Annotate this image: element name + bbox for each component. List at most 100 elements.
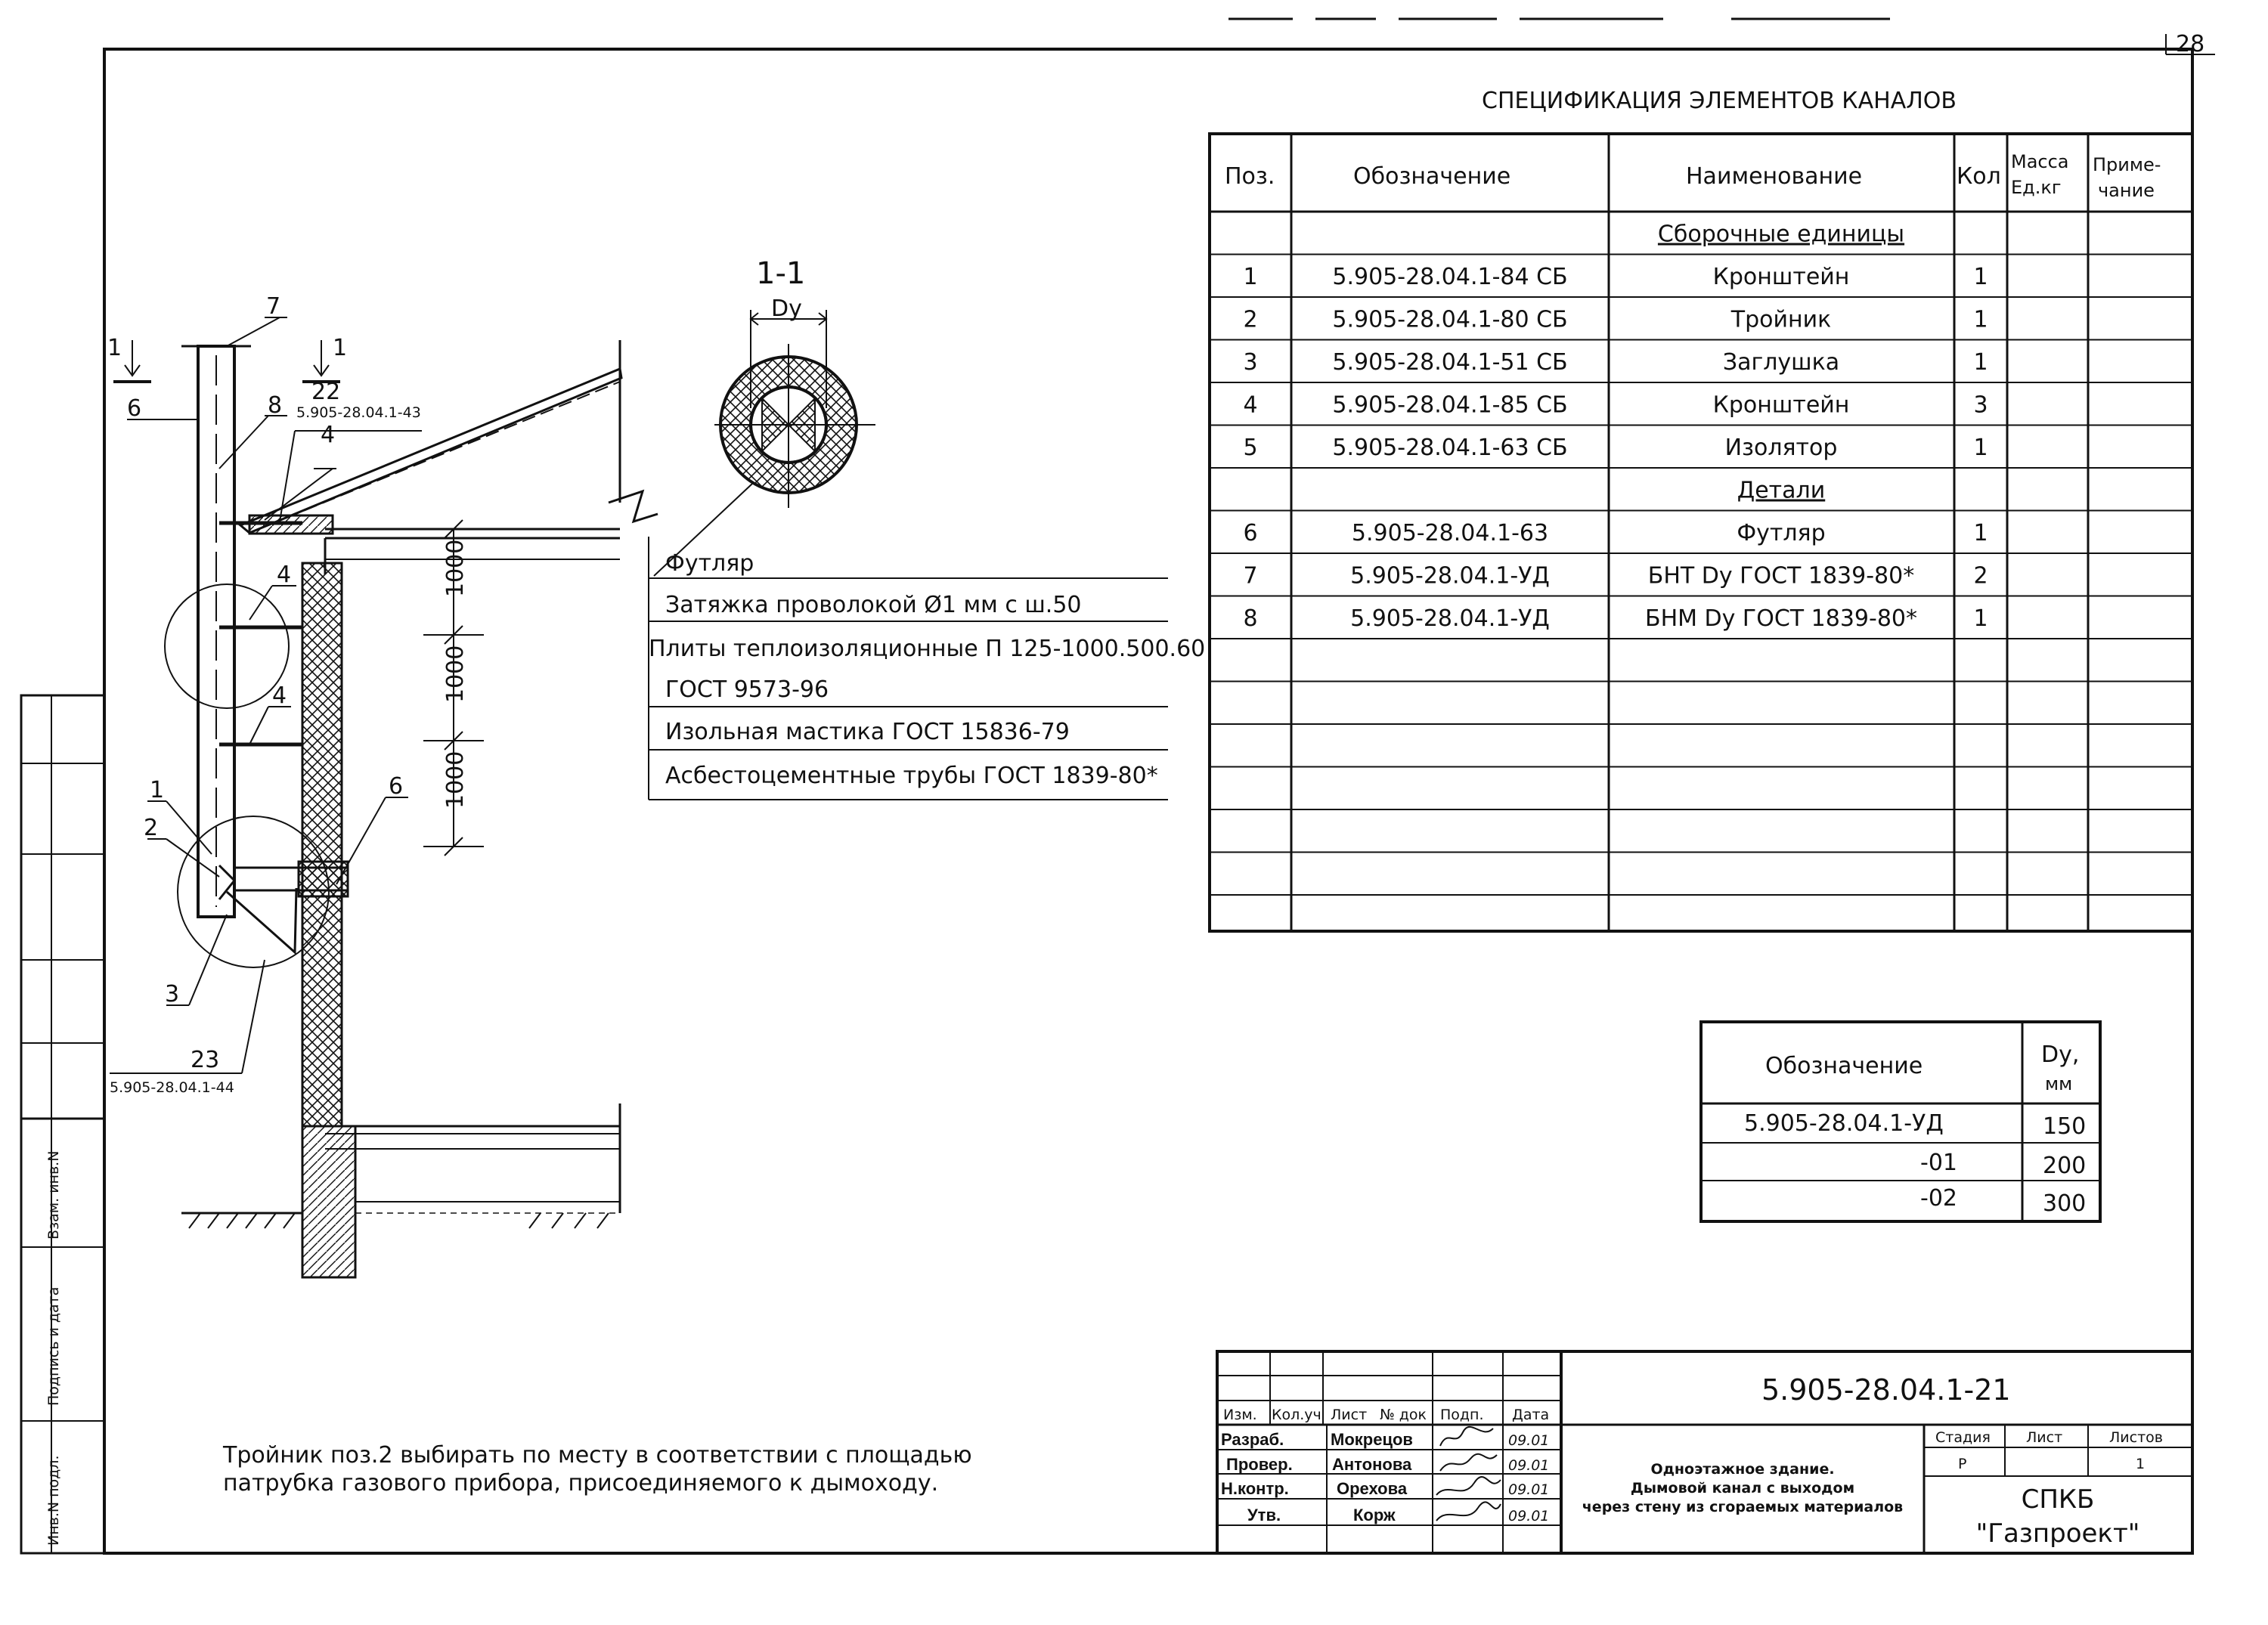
pos-6-top-label: 6 xyxy=(127,395,141,422)
pos-1-label: 1 xyxy=(150,777,164,803)
callout-plates-gost: ГОСТ 9573-96 xyxy=(665,676,829,703)
pos-7-label: 7 xyxy=(266,293,280,320)
note-line-2: патрубка газового прибора, присоединяемо… xyxy=(223,1470,938,1497)
signatures xyxy=(1436,1426,1501,1521)
elevation-drawing: 1000 1000 1000 1 1 7 6 8 22 xyxy=(107,293,658,1279)
pos-6-low-label: 6 xyxy=(389,773,403,800)
tb-sheets-value: 1 xyxy=(2136,1456,2145,1472)
pos-2-label: 2 xyxy=(144,815,158,841)
spec-cell-designation: 5.905-28.04.1-УД xyxy=(1350,605,1550,632)
spec-cell-pos: 6 xyxy=(1243,520,1257,546)
spec-cell-qty: 1 xyxy=(1973,307,1988,333)
pos-4-top-label: 4 xyxy=(321,422,335,448)
callout-plates: Плиты теплоизоляционные П 125-1000.500.6… xyxy=(649,636,1205,662)
note-line-1: Тройник поз.2 выбирать по месту в соотве… xyxy=(222,1442,972,1469)
spec-rows: Сборочные единицы 1 5.905-28.04.1-84 СБ Кро… xyxy=(1210,221,2192,896)
section-dim-label: Dy xyxy=(771,296,802,322)
tb-date-4: 09.01 xyxy=(1508,1508,1549,1524)
spec-cell-qty: 1 xyxy=(1973,264,1988,290)
spec-cell-pos: 7 xyxy=(1243,563,1257,590)
tb-role-1: Разраб. xyxy=(1221,1430,1284,1449)
spec-cell-pos: 5 xyxy=(1243,435,1257,461)
title-block: Изм. Кол.уч Лист № док Подп. Дата Разраб… xyxy=(1216,1350,2194,1555)
tb-date-1: 09.01 xyxy=(1508,1432,1549,1449)
spec-cell-name: Сборочные единицы xyxy=(1658,221,1904,248)
spec-cell-pos: 1 xyxy=(1243,264,1257,290)
spec-cell-designation: 5.905-28.04.1-80 СБ xyxy=(1332,307,1567,333)
cut-left-label: 1 xyxy=(107,335,122,361)
spec-cell-designation: 5.905-28.04.1-85 СБ xyxy=(1332,392,1567,419)
spec-cell-name: Заглушка xyxy=(1723,349,1839,376)
tb-header-kol: Кол.уч xyxy=(1272,1407,1321,1423)
tb-header-izm: Изм. xyxy=(1223,1407,1257,1423)
spec-cell-name: БНМ Dy ГОСТ 1839-80* xyxy=(1645,605,1917,632)
spec-cell-name: Кронштейн xyxy=(1713,264,1850,290)
variant-row-2-designation: -01 xyxy=(1920,1150,1957,1176)
spec-cell-name: Кронштейн xyxy=(1713,392,1850,419)
spec-cell-designation: 5.905-28.04.1-51 СБ xyxy=(1332,349,1567,376)
tb-date-3: 09.01 xyxy=(1508,1481,1549,1498)
variant-row-1-designation: 5.905-28.04.1-УД xyxy=(1744,1110,1944,1137)
org-line-2: "Газпроект" xyxy=(1976,1518,2140,1549)
sign-date-label: Подпись и дата xyxy=(45,1287,62,1406)
replace-inv-label: Взам. инв.N xyxy=(45,1151,62,1240)
tb-stage-label: Стадия xyxy=(1935,1429,1991,1446)
doc-code: 5.905-28.04.1-21 xyxy=(1761,1373,2011,1407)
spec-cell-qty: 3 xyxy=(1973,392,1988,419)
spec-cell-qty: 1 xyxy=(1973,435,1988,461)
inv-orig-label: Инв.N подл. xyxy=(45,1456,62,1546)
tb-name-1: Мокрецов xyxy=(1331,1430,1413,1449)
spec-header-pos: Поз. xyxy=(1225,163,1275,190)
spec-cell-designation: 5.905-28.04.1-63 СБ xyxy=(1332,435,1567,461)
spec-cell-name: Изолятор xyxy=(1725,435,1838,461)
ref-23-label: 23 xyxy=(191,1047,219,1073)
spec-header-note-1: Приме- xyxy=(2093,154,2161,175)
spec-cell-qty: 1 xyxy=(1973,605,1988,632)
spec-cell-name: БНТ Dy ГОСТ 1839-80* xyxy=(1648,563,1914,590)
pos-8-label: 8 xyxy=(268,392,282,419)
dim-1: 1000 xyxy=(442,540,469,597)
variants-header-dy-1: Dy, xyxy=(2041,1042,2079,1068)
tb-header-doc: № док xyxy=(1380,1407,1427,1423)
spec-cell-name: Футляр xyxy=(1737,520,1825,546)
sheet-number: 28 xyxy=(2176,31,2204,57)
ref-22-doc: 5.905-28.04.1-43 xyxy=(296,404,421,421)
spec-header-mass-1: Масса xyxy=(2011,151,2069,172)
ref-22-label: 22 xyxy=(311,379,340,405)
dim-2: 1000 xyxy=(442,645,469,703)
spec-cell-designation: 5.905-28.04.1-84 СБ xyxy=(1332,264,1567,290)
tb-desc-2: Дымовой канал с выходом xyxy=(1631,1480,1854,1497)
pos-3-label: 3 xyxy=(165,981,179,1008)
callout-sleeve: Футляр xyxy=(665,550,754,577)
tb-role-3: Н.контр. xyxy=(1221,1479,1289,1498)
callout-mastic: Изольная мастика ГОСТ 15836-79 xyxy=(665,719,1070,745)
tb-sheet-label: Лист xyxy=(2026,1429,2062,1446)
variant-row-1-dy: 150 xyxy=(2043,1113,2086,1140)
variants-header-designation: Обозначение xyxy=(1765,1053,1923,1079)
callout-pipes: Асбестоцементные трубы ГОСТ 1839-80* xyxy=(665,763,1158,789)
spec-header-qty: Кол xyxy=(1957,163,2001,190)
tb-name-2: Антонова xyxy=(1332,1455,1412,1474)
ref-23-doc: 5.905-28.04.1-44 xyxy=(110,1079,234,1096)
tb-header-sign: Подп. xyxy=(1440,1407,1484,1423)
spec-cell-qty: 2 xyxy=(1973,563,1988,590)
spec-header-mass-2: Ед.кг xyxy=(2011,177,2062,198)
tb-header-list: Лист xyxy=(1331,1407,1367,1423)
spec-cell-pos: 4 xyxy=(1243,392,1257,419)
section-1-1: 1-1 Dy Футляр Затяжка проволокой Ø1 мм с… xyxy=(648,256,1205,800)
tb-role-2: Провер. xyxy=(1226,1455,1293,1474)
tb-desc-3: через стену из сгораемых материалов xyxy=(1582,1499,1903,1515)
tb-sheets-label: Листов xyxy=(2109,1429,2163,1446)
dim-3: 1000 xyxy=(442,751,469,809)
tb-role-4: Утв. xyxy=(1247,1506,1281,1524)
tb-desc-1: Одноэтажное здание. xyxy=(1650,1461,1834,1478)
tb-header-date: Дата xyxy=(1512,1407,1549,1423)
spec-cell-qty: 1 xyxy=(1973,349,1988,376)
tb-stage-value: Р xyxy=(1958,1456,1966,1472)
spec-cell-designation: 5.905-28.04.1-63 xyxy=(1352,520,1548,546)
tb-name-3: Орехова xyxy=(1337,1479,1408,1498)
spec-table: СПЕЦИФИКАЦИЯ ЭЛЕМЕНТОВ КАНАЛОВ Поз. Обоз… xyxy=(1208,88,2194,933)
pos-4-low-label: 4 xyxy=(272,682,287,709)
spec-cell-designation: 5.905-28.04.1-УД xyxy=(1350,563,1550,590)
